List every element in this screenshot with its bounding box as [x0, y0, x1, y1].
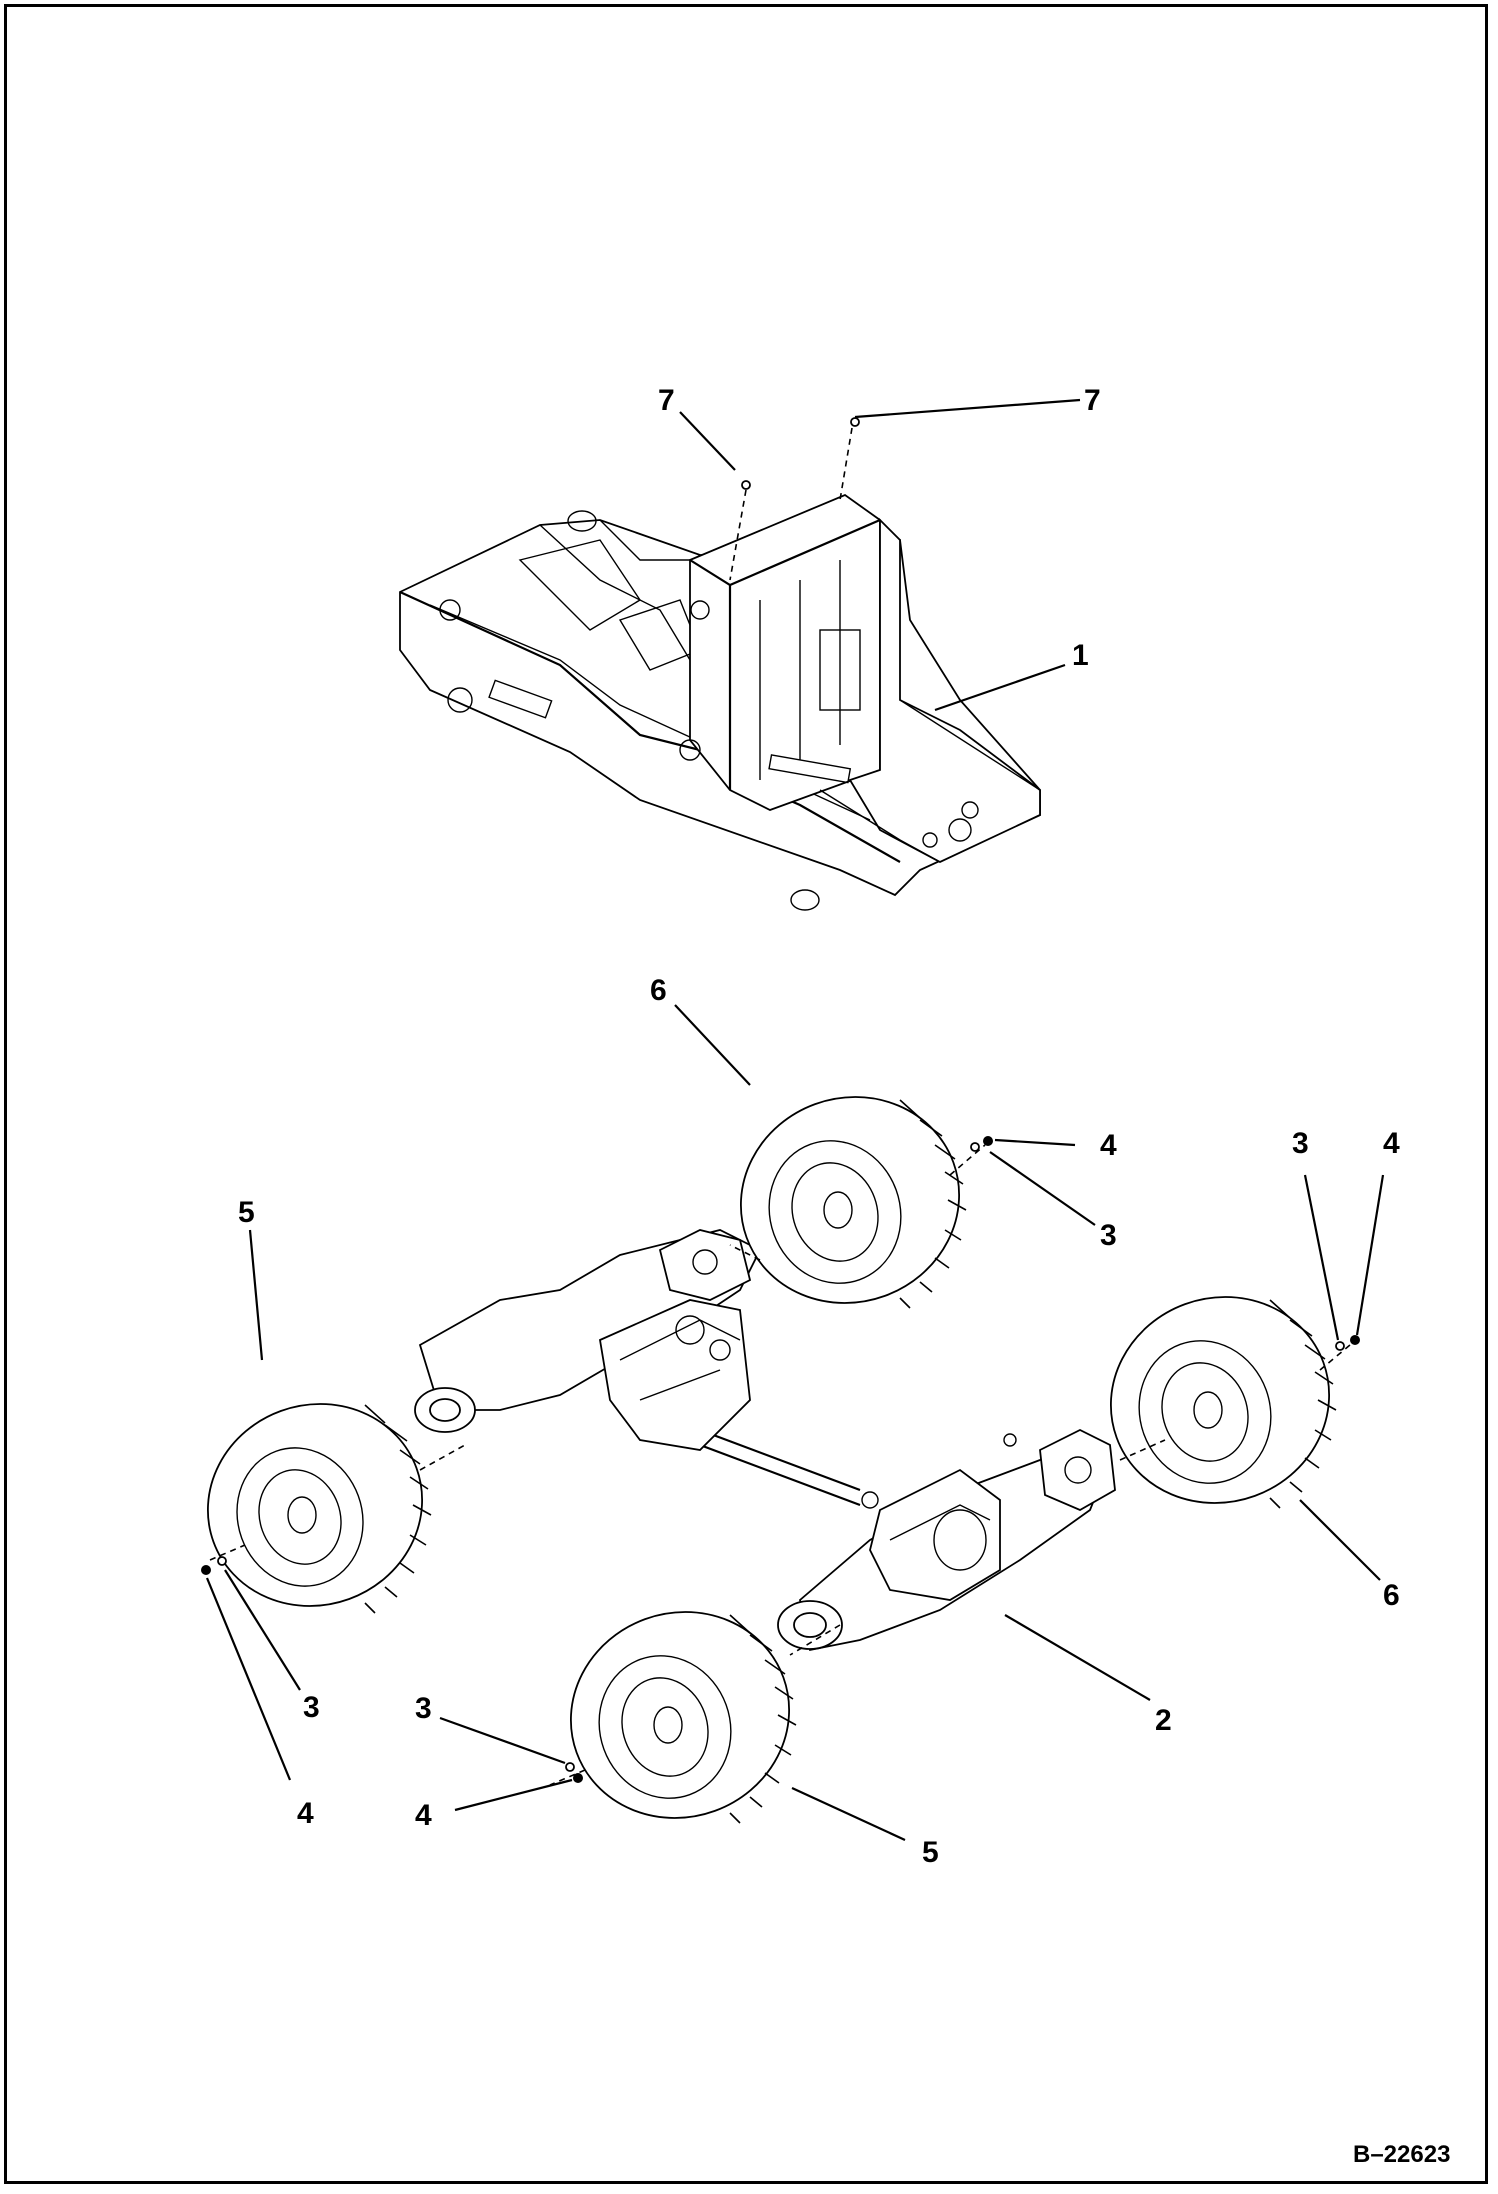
callout-4-bottom: 4 [415, 1799, 432, 1832]
callout-3-upper: 3 [1100, 1219, 1117, 1252]
tire-right-lower [1110, 1296, 1337, 1509]
callout-7-left: 7 [658, 384, 675, 417]
tire-left-upper [207, 1403, 432, 1614]
callout-1: 1 [1072, 639, 1089, 672]
document-id: B–22623 [1353, 2141, 1450, 2168]
callout-2: 2 [1155, 1704, 1172, 1737]
assembly-centerlines [209, 1144, 1351, 1786]
tire-right-upper [740, 1096, 967, 1309]
callout-4-upper: 4 [1100, 1129, 1117, 1162]
callout-3-left: 3 [303, 1691, 320, 1724]
callout-7-right: 7 [1084, 384, 1101, 417]
main-frame [399, 493, 1041, 911]
tire-left-lower [570, 1611, 797, 1824]
callout-4-right: 4 [1383, 1127, 1400, 1160]
callout-5-bottom: 5 [922, 1836, 939, 1869]
callout-3-right: 3 [1292, 1127, 1309, 1160]
callout-6-upper: 6 [650, 974, 667, 1007]
drawing-border [4, 4, 1488, 2184]
callout-5-left: 5 [238, 1196, 255, 1229]
callout-4-left: 4 [297, 1797, 314, 1830]
grease-fittings [729, 417, 860, 581]
axle-assembly [414, 1229, 1116, 1652]
callout-6-right: 6 [1383, 1579, 1400, 1612]
callout-3-bottom: 3 [415, 1692, 432, 1725]
leader-lines [205, 398, 1385, 1841]
wheel-fasteners [201, 1136, 1360, 1783]
callout-labels: 7 7 1 6 4 3 5 3 4 6 3 4 2 3 4 5 [238, 384, 1400, 1869]
